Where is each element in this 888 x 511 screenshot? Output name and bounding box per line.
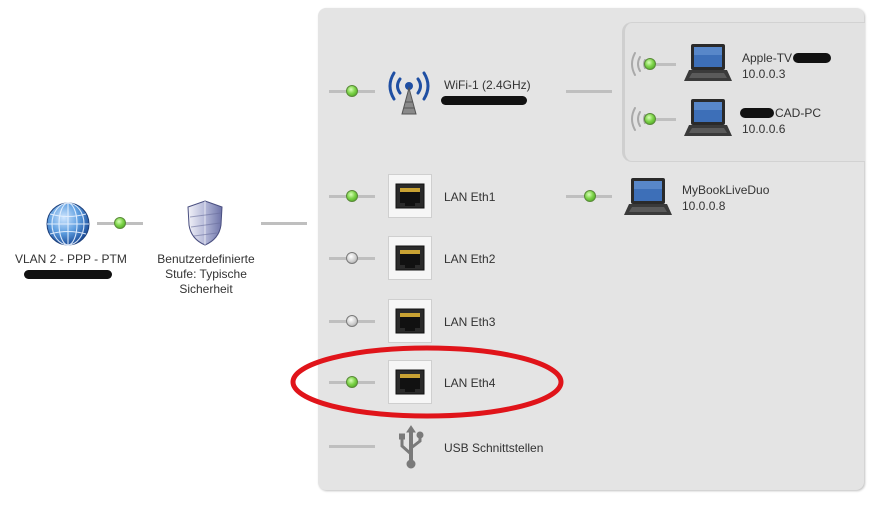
ethernet-port-icon[interactable]	[388, 360, 432, 404]
wifi-client-line	[656, 63, 676, 66]
redacted-text	[740, 108, 774, 118]
lan-eth4-status-led	[346, 376, 358, 388]
internet-globe-icon[interactable]	[45, 201, 91, 247]
ethernet-port-icon[interactable]	[388, 236, 432, 280]
wifi-client-led	[644, 113, 656, 125]
laptop-icon[interactable]	[683, 42, 733, 84]
lan-device-ip: 10.0.0.8	[682, 199, 726, 213]
internet-label: VLAN 2 - PPP - PTM	[15, 252, 127, 266]
lan-eth3-status-led	[346, 315, 358, 327]
wifi-client-led	[644, 58, 656, 70]
firewall-label: Benutzerdefinierte Stufe: Typische Siche…	[146, 252, 266, 297]
lan-eth4-label: LAN Eth4	[444, 376, 496, 390]
lan-eth1-status-led	[346, 190, 358, 202]
laptop-icon[interactable]	[683, 97, 733, 139]
wifi-client-name: CAD-PC	[775, 106, 822, 120]
wifi-client-name: Apple-TV	[742, 51, 793, 65]
usb-label: USB Schnittstellen	[444, 441, 544, 455]
wifi-clients-line	[566, 90, 612, 93]
lan-eth2-label: LAN Eth2	[444, 252, 496, 266]
usb-icon[interactable]	[396, 424, 426, 470]
usb-link-line	[329, 445, 375, 448]
firewall-link-line	[261, 222, 307, 225]
wifi-antenna-icon[interactable]	[385, 66, 433, 116]
wifi-clients-group	[622, 22, 865, 162]
redacted-text	[24, 270, 112, 279]
wifi-client-ip: 10.0.0.3	[742, 67, 786, 81]
lan-eth3-label: LAN Eth3	[444, 315, 496, 329]
ethernet-port-icon[interactable]	[388, 174, 432, 218]
redacted-text	[793, 53, 831, 63]
lan-device-led	[584, 190, 596, 202]
ethernet-port-icon[interactable]	[388, 299, 432, 343]
firewall-label-line1: Benutzerdefinierte	[157, 252, 255, 266]
internet-status-led	[114, 217, 126, 229]
firewall-shield-icon[interactable]	[185, 199, 225, 247]
redacted-text	[441, 96, 527, 105]
wifi-client-ip: 10.0.0.6	[742, 122, 786, 136]
wifi-label: WiFi-1 (2.4GHz)	[444, 78, 531, 92]
firewall-label-line3: Sicherheit	[179, 282, 233, 296]
lan-device-name: MyBookLiveDuo	[682, 183, 770, 197]
wifi-client-line	[656, 118, 676, 121]
wifi-status-led	[346, 85, 358, 97]
lan-eth1-label: LAN Eth1	[444, 190, 496, 204]
lan-eth2-status-led	[346, 252, 358, 264]
laptop-icon[interactable]	[623, 176, 673, 218]
highlight-ellipse	[289, 343, 565, 421]
firewall-label-line2: Stufe: Typische	[165, 267, 247, 281]
